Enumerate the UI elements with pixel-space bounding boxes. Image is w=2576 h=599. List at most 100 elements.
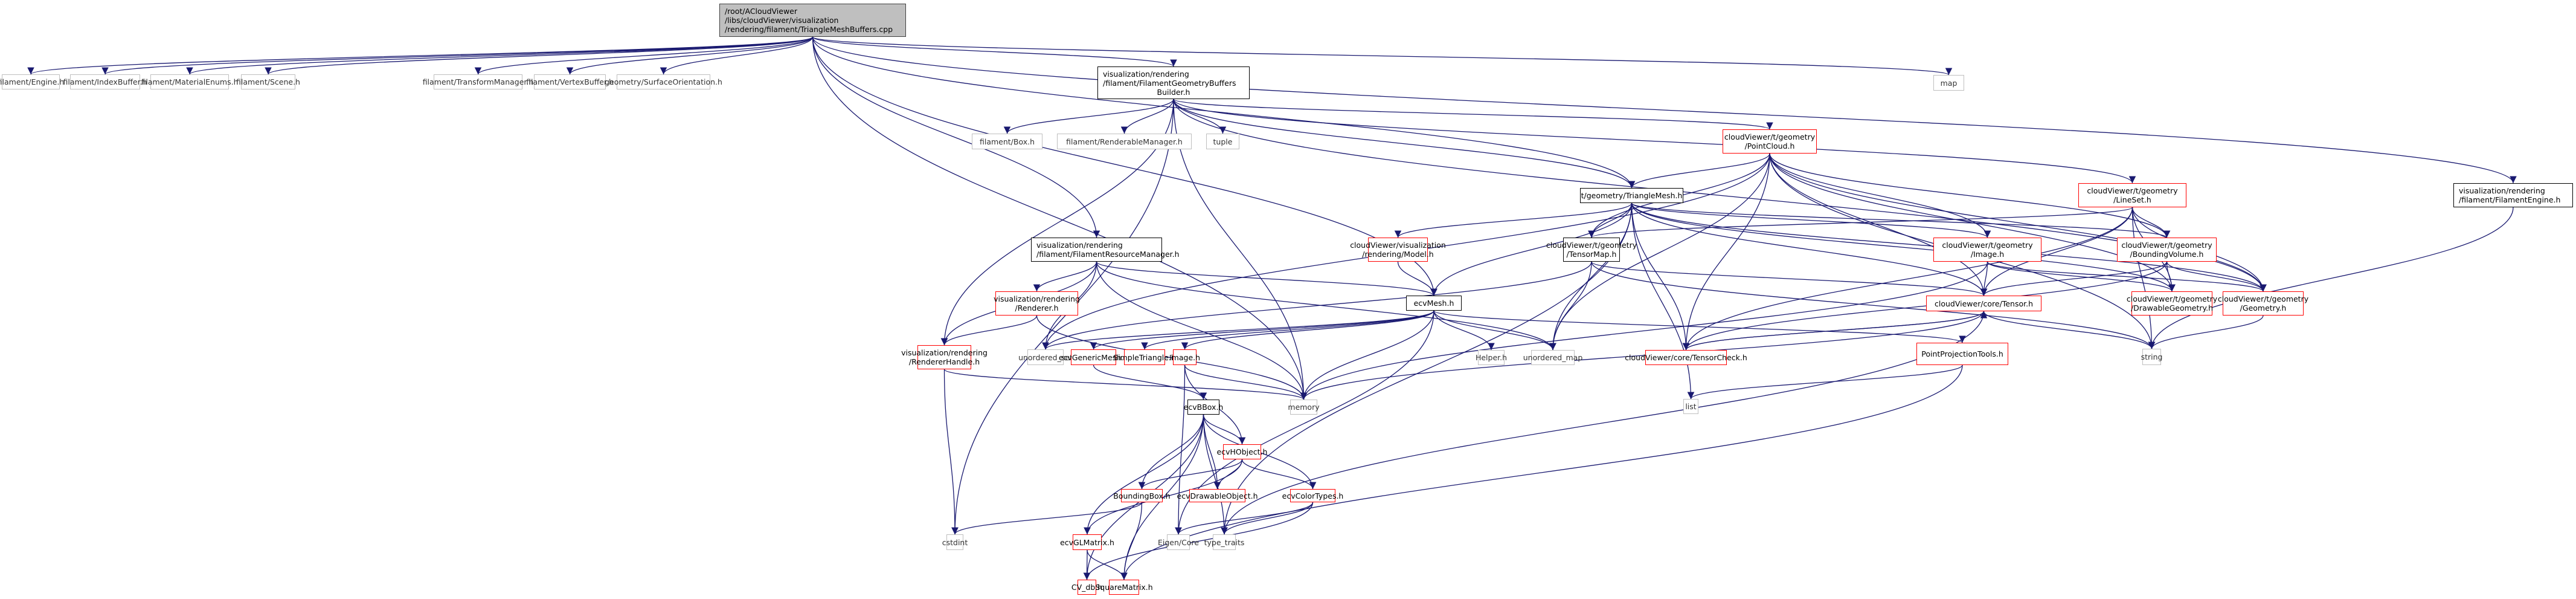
edge-model-to-ecvmesh xyxy=(1397,261,1437,296)
edge-bbox-to-hobject xyxy=(1203,414,1246,445)
graph-node-geometry[interactable]: cloudViewer/t/geometry/Geometry.h xyxy=(2218,291,2308,316)
graph-node-list[interactable]: list xyxy=(1683,399,1698,414)
edge-lineset-to-boundingvolume xyxy=(2131,207,2171,238)
edge-trianglemesh-to-boundingvolume xyxy=(1631,202,2170,238)
edge-boundingvolume-to-tensor xyxy=(1980,261,2168,296)
graph-node-bbox[interactable]: ecvBBox.h xyxy=(1184,400,1223,415)
node-label-line: filament/Box.h xyxy=(979,137,1035,146)
edge-ecvmesh-to-image xyxy=(1181,310,1434,350)
graph-node-renderer[interactable]: visualization/rendering/Renderer.h xyxy=(994,291,1080,316)
graph-node-genericmesh[interactable]: ecvGenericMesh.h xyxy=(1059,349,1128,365)
edge-image-to-eigencore xyxy=(1175,364,1186,535)
graph-node-timage[interactable]: cloudViewer/t/geometry/Image.h xyxy=(1933,238,2041,262)
graph-node-tuple[interactable]: tuple xyxy=(1206,134,1239,149)
node-label-line: t/geometry/TriangleMesh.h xyxy=(1581,191,1683,200)
graph-node-boundingvolume[interactable]: cloudViewer/t/geometry/BoundingVolume.h xyxy=(2117,238,2217,262)
node-label-line: SquareMatrix.h xyxy=(1095,583,1153,592)
graph-node-rendererhandle[interactable]: visualization/rendering/RendererHandle.h xyxy=(901,345,988,369)
graph-node-cstdint[interactable]: cstdint xyxy=(942,534,968,550)
node-label-line: cloudViewer/core/TensorCheck.h xyxy=(1625,353,1747,362)
graph-node-tensormap[interactable]: cloudViewer/t/geometry/TensorMap.h xyxy=(1546,238,1637,262)
graph-node-model[interactable]: cloudViewer/visualization/rendering/Mode… xyxy=(1350,238,1446,262)
graph-node-surfaceorient[interactable]: geometry/SurfaceOrientation.h xyxy=(605,74,722,89)
edge-bbox-to-glmatrix xyxy=(1084,414,1204,535)
graph-node-frm[interactable]: visualization/rendering/filament/Filamen… xyxy=(1031,238,1180,262)
graph-node-box[interactable]: filament/Box.h xyxy=(972,134,1042,149)
edge-fgbb-to-tuple xyxy=(1173,99,1227,134)
graph-node-tensor[interactable]: cloudViewer/core/Tensor.h xyxy=(1926,296,2041,311)
graph-node-filamentengine[interactable]: visualization/rendering/filament/Filamen… xyxy=(2453,183,2573,207)
edge-ppt-to-list xyxy=(1687,364,1963,400)
edge-genericmesh-to-bbox xyxy=(1093,364,1207,400)
graph-node-unordered_map[interactable]: unordered_map xyxy=(1523,350,1582,365)
node-label-line: visualization/rendering xyxy=(1036,241,1123,250)
edge-fgbb-to-renderablemgr xyxy=(1120,99,1174,134)
graph-node-map[interactable]: map xyxy=(1933,75,1964,91)
node-label-line: filament/Engine.h xyxy=(0,77,65,86)
edge-renderer-to-memory xyxy=(1036,315,1308,400)
graph-node-ecvmesh[interactable]: ecvMesh.h xyxy=(1406,296,1462,311)
graph-node-indexbuffer[interactable]: filament/IndexBuffer.h xyxy=(63,74,147,89)
graph-node-unordered_set[interactable]: unordered_set xyxy=(1018,349,1073,365)
graph-node-squarematrix[interactable]: SquareMatrix.h xyxy=(1095,580,1153,595)
node-label-line: cloudViewer/t/geometry xyxy=(2121,241,2212,250)
graph-node-vertexbuffer[interactable]: filament/VertexBuffer.h xyxy=(526,74,614,89)
edge-boundingvolume-to-drawablegeom xyxy=(2166,261,2176,292)
node-label-line: /LineSet.h xyxy=(2113,195,2151,204)
graph-node-root[interactable]: /root/ACloudViewer/libs/cloudViewer/visu… xyxy=(719,4,906,37)
node-label-line: /Renderer.h xyxy=(1015,303,1059,312)
graph-node-colortypes[interactable]: ecvColorTypes.h xyxy=(1282,489,1343,502)
graph-node-boundingbox[interactable]: BoundingBox.h xyxy=(1113,489,1171,502)
graph-node-tensorcheck[interactable]: cloudViewer/core/TensorCheck.h xyxy=(1625,350,1747,365)
graph-node-simpletriangle[interactable]: SimpleTriangle.h xyxy=(1113,349,1176,365)
node-label-line: /root/ACloudViewer xyxy=(725,7,798,16)
graph-node-helper[interactable]: Helper.h xyxy=(1475,350,1508,365)
edge-timage-to-memory xyxy=(1300,261,1988,400)
node-label-line: ecvBBox.h xyxy=(1183,403,1224,412)
node-label-line: string xyxy=(2141,352,2163,361)
graph-node-renderablemgr[interactable]: filament/RenderableManager.h xyxy=(1057,134,1192,149)
graph-node-drawableobject[interactable]: ecvDrawableObject.h xyxy=(1177,489,1258,502)
edge-tensormap-to-unordered_map xyxy=(1549,261,1592,351)
edge-fgbb-to-pointcloud xyxy=(1173,99,1773,130)
edge-ecvmesh-to-ppt xyxy=(1433,310,1966,343)
graph-node-typetraits[interactable]: type_traits xyxy=(1204,534,1244,550)
graph-node-eigencore[interactable]: Eigen/Core xyxy=(1158,534,1199,550)
graph-node-ppt[interactable]: PointProjectionTools.h xyxy=(1916,343,2008,365)
graph-node-string[interactable]: string xyxy=(2141,349,2163,365)
node-label-line: cloudViewer/t/geometry xyxy=(1546,241,1637,250)
graph-node-lineset[interactable]: cloudViewer/t/geometry/LineSet.h xyxy=(2078,183,2186,207)
graph-node-cvdb[interactable]: CV_db.h xyxy=(1071,580,1102,595)
graph-node-fgbb[interactable]: visualization/rendering/filament/Filamen… xyxy=(1097,66,1250,99)
edge-boundingvolume-to-geometry xyxy=(2166,261,2267,292)
graph-node-image[interactable]: Image.h xyxy=(1169,349,1200,365)
node-label-line: filament/MaterialEnums.h xyxy=(141,77,239,86)
node-label-line: ecvMesh.h xyxy=(1413,299,1454,308)
edge-tensor-to-string xyxy=(1983,311,2156,349)
graph-node-hobject[interactable]: ecvHObject.h xyxy=(1217,444,1267,459)
node-label-line: cloudViewer/t/geometry xyxy=(2087,186,2178,195)
graph-node-engine[interactable]: filament/Engine.h xyxy=(0,74,64,89)
edge-pointcloud-to-tensorcheck xyxy=(1682,153,1770,351)
node-label-line: map xyxy=(1940,78,1958,88)
node-label-line: visualization/rendering xyxy=(901,348,988,357)
graph-node-glmatrix[interactable]: ecvGLMatrix.h xyxy=(1060,534,1114,550)
graph-node-memory[interactable]: memory xyxy=(1288,400,1320,415)
graph-node-pointcloud[interactable]: cloudViewer/t/geometry/PointCloud.h xyxy=(1723,129,1817,154)
edge-pointcloud-to-trianglemesh xyxy=(1628,153,1770,189)
graph-node-transformmgr[interactable]: filament/TransformManager.h xyxy=(423,74,533,89)
node-label-line: cloudViewer/t/geometry xyxy=(2126,294,2218,303)
edge-colortypes-to-eigencore xyxy=(1175,502,1314,535)
graph-node-drawablegeom[interactable]: cloudViewer/t/geometry/DrawableGeometry.… xyxy=(2127,291,2217,316)
graph-node-scene[interactable]: filament/Scene.h xyxy=(236,74,300,89)
graph-node-materialenums[interactable]: filament/MaterialEnums.h xyxy=(141,74,239,89)
node-label-line: Helper.h xyxy=(1475,353,1508,362)
node-label-line: unordered_set xyxy=(1018,352,1073,362)
edge-timage-to-geometry xyxy=(1987,261,2267,292)
edge-tensor-to-memory xyxy=(1300,311,1985,400)
edge-frm-to-memory xyxy=(1096,261,1308,400)
node-label-line: /rendering/filament/TriangleMeshBuffers.… xyxy=(725,25,893,34)
edge-fgbb-to-lineset xyxy=(1173,99,2136,184)
edge-fgbb-to-trianglemesh xyxy=(1173,99,1636,189)
graph-node-trianglemesh[interactable]: t/geometry/TriangleMesh.h xyxy=(1580,188,1683,203)
